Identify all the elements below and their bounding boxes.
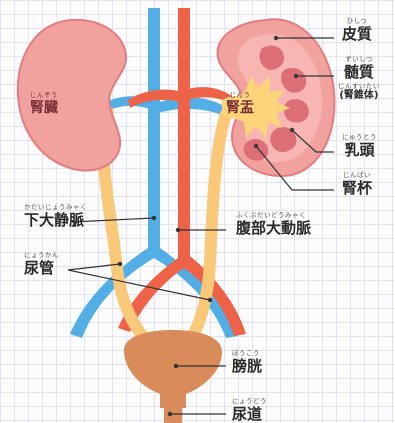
label-urethra: にょうどう 尿道 bbox=[232, 398, 267, 422]
urethra bbox=[164, 394, 182, 423]
label-calyx: じんぱい 腎杯 bbox=[342, 172, 372, 196]
label-kidney: じんぞう 腎臓 bbox=[30, 92, 58, 115]
label-bladder: ぼうこう 膀胱 bbox=[232, 350, 262, 374]
label-abdominal-aorta: ふくぶだいどうみゃく 腹部大動脈 bbox=[236, 212, 311, 236]
label-cortex: ひしつ 皮質 bbox=[342, 18, 372, 42]
label-medulla: ずいしつ 髄質 じんすいたい (腎錐体) bbox=[338, 56, 380, 101]
label-renal-pelvis: じんう 腎盂 bbox=[226, 92, 254, 115]
label-inferior-vena-cava: かだいじょうみゃく 下大静脈 bbox=[24, 204, 87, 228]
label-papilla: にゅうとう 乳頭 bbox=[342, 134, 377, 158]
label-ureter: にょうかん 尿管 bbox=[24, 252, 59, 276]
